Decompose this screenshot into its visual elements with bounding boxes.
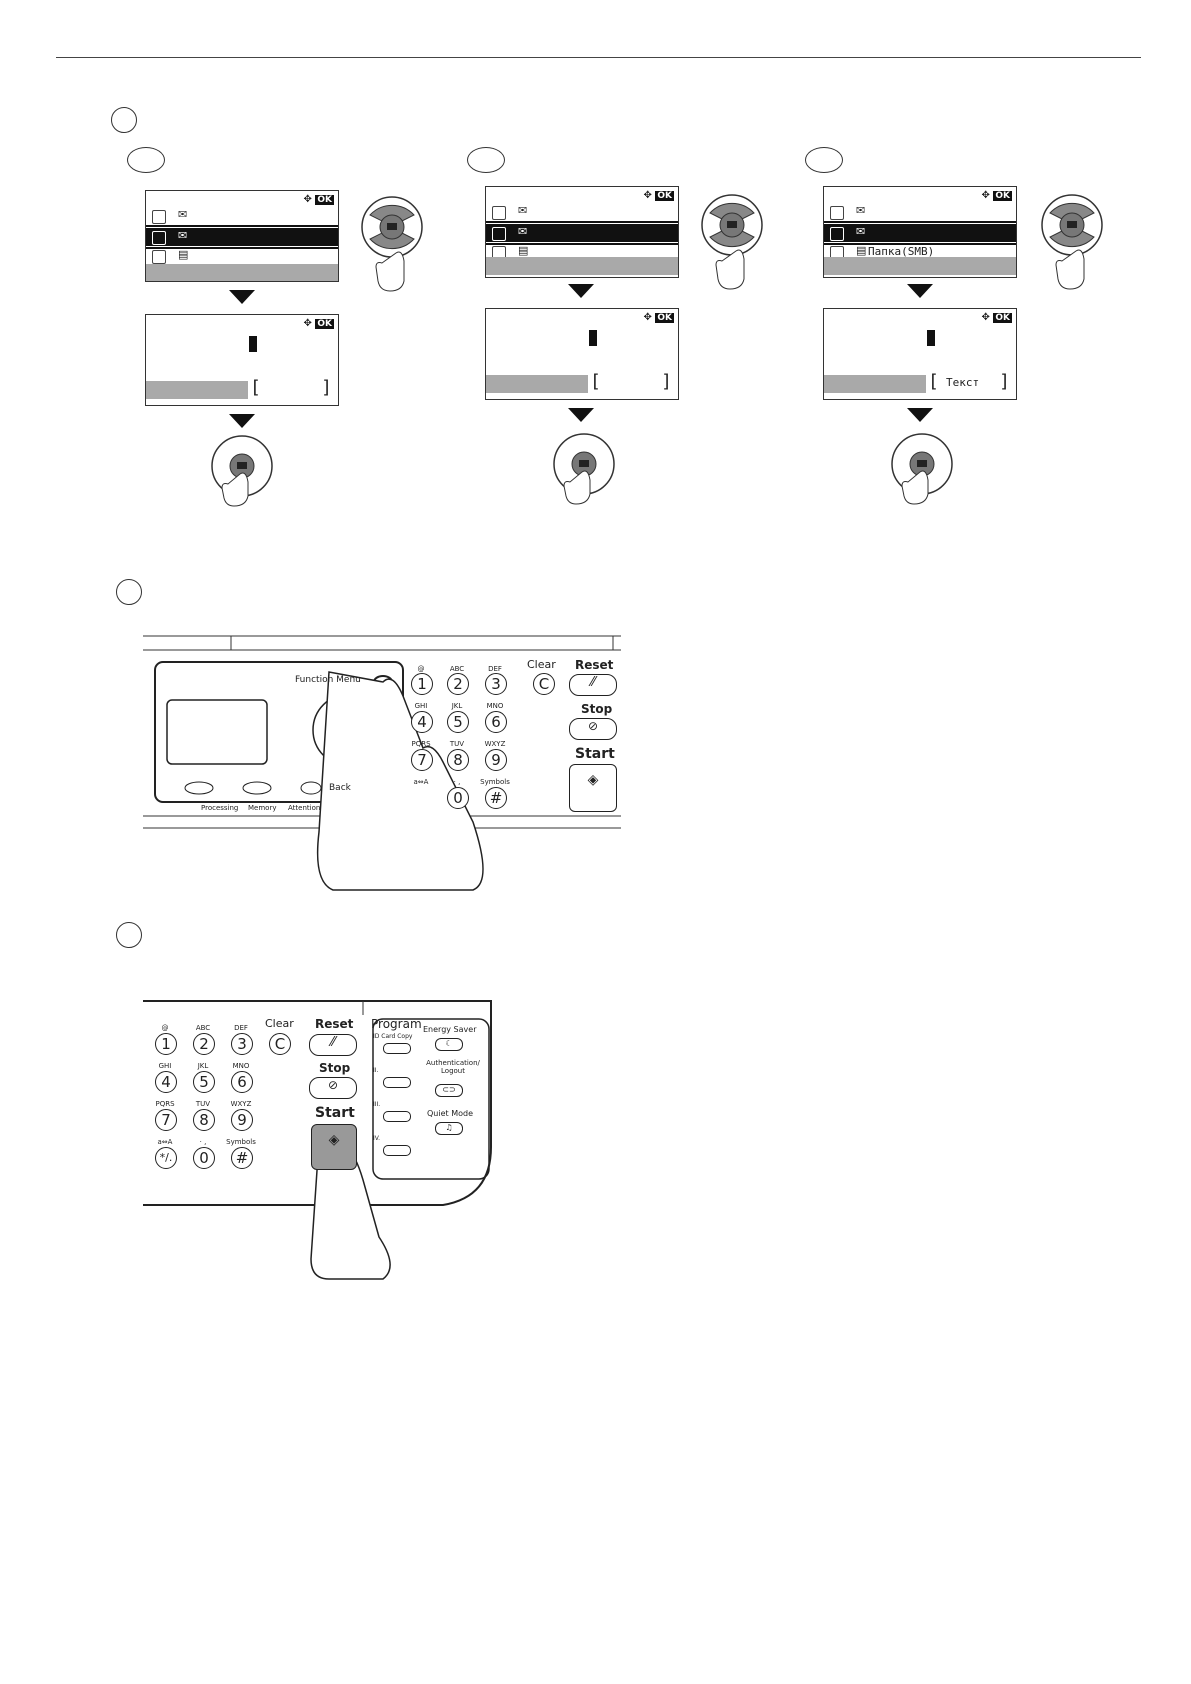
key-1[interactable]: 1 [411, 673, 433, 695]
stop-label: Stop [319, 1061, 351, 1075]
program-button-1[interactable] [383, 1043, 411, 1054]
processing-label: Processing [201, 804, 239, 812]
key-1[interactable]: 1 [155, 1033, 177, 1055]
stop-button[interactable]: ⊘ [309, 1077, 357, 1099]
step-marker-1 [111, 107, 137, 133]
lcd-screen-1b: ✥ OK [] [145, 314, 339, 406]
down-arrow-icon [229, 414, 255, 428]
key-4[interactable]: 4 [411, 711, 433, 733]
program-button-2[interactable] [383, 1077, 411, 1088]
nav-pad-scroll-1 [361, 196, 423, 292]
down-arrow-icon [568, 284, 594, 298]
reset-label: Reset [575, 658, 614, 672]
auth-logout-label: Authentication/ Logout [426, 1059, 480, 1075]
key-hash[interactable]: # [485, 787, 507, 809]
key-7[interactable]: 7 [411, 749, 433, 771]
lcd-screen-3b: ✥ OK [Текст] [823, 308, 1017, 400]
reset-button[interactable]: ⁄⁄ [569, 674, 617, 696]
ok-indicator: ✥ OK [303, 194, 334, 205]
key-2[interactable]: 2 [193, 1033, 215, 1055]
start-button[interactable]: ◈ [569, 764, 617, 812]
key-9[interactable]: 9 [485, 749, 507, 771]
key-3[interactable]: 3 [231, 1033, 253, 1055]
stop-label: Stop [581, 702, 613, 716]
list-item: ✉ [150, 208, 334, 224]
key-0[interactable]: 0 [193, 1147, 215, 1169]
id-card-copy-label: ID Card Copy [373, 1033, 413, 1040]
email-icon: ✉ [178, 208, 188, 221]
lcd-screen-2b: ✥ OK [] [485, 308, 679, 400]
start-label: Start [315, 1105, 355, 1121]
control-panel-2: @ ABC DEF 1 2 3 GHI JKL MNO 4 5 6 PQRS T… [143, 997, 503, 1287]
key-7[interactable]: 7 [155, 1109, 177, 1131]
key-5[interactable]: 5 [193, 1071, 215, 1093]
down-arrow-icon [229, 290, 255, 304]
list-item: ▤ [150, 248, 334, 264]
down-arrow-icon [907, 284, 933, 298]
header-rule [56, 57, 1141, 58]
key-5[interactable]: 5 [447, 711, 469, 733]
stop-button[interactable]: ⊘ [569, 718, 617, 740]
lcd-screen-1a: ✥ OK ✉ ✉ ▤ [145, 190, 339, 282]
program-button-4[interactable] [383, 1145, 411, 1156]
control-panel-1: Function Menu Back Processing Memory Att… [143, 632, 623, 892]
language-marker-b [467, 147, 505, 173]
reset-button[interactable]: ⁄⁄ [309, 1034, 357, 1056]
program-label: Program [371, 1017, 422, 1031]
back-label: Back [329, 783, 351, 793]
key-8[interactable]: 8 [447, 749, 469, 771]
ok-press-pad-2 [553, 433, 615, 505]
key-9[interactable]: 9 [231, 1109, 253, 1131]
step-marker-3 [116, 922, 142, 948]
start-button[interactable]: ◈ [311, 1124, 357, 1170]
key-star[interactable]: */. [155, 1147, 177, 1169]
nav-pad-scroll-3 [1041, 194, 1103, 290]
memory-label: Memory [248, 804, 277, 812]
key-hash[interactable]: # [231, 1147, 253, 1169]
clear-label: Clear [527, 658, 556, 671]
down-arrow-icon [907, 408, 933, 422]
energy-saver-label: Energy Saver [423, 1025, 477, 1034]
lcd-screen-3a: ✥ OK ✉ ✉ ▤Папка(SMB) [823, 186, 1017, 278]
energy-saver-button[interactable]: ☾ [435, 1038, 463, 1051]
list-item-selected: ✉ [146, 225, 338, 249]
ok-press-pad-1 [211, 435, 273, 507]
key-3[interactable]: 3 [485, 673, 507, 695]
start-label: Start [575, 746, 615, 762]
envelope-icon: ✉ [178, 229, 188, 242]
clear-button[interactable]: C [533, 673, 555, 695]
function-menu-label: Function Menu [295, 675, 361, 685]
quiet-mode-label: Quiet Mode [427, 1109, 473, 1118]
attention-label: Attention [288, 804, 321, 812]
clear-label: Clear [265, 1017, 294, 1030]
key-4[interactable]: 4 [155, 1071, 177, 1093]
reset-label: Reset [315, 1017, 354, 1031]
clear-button[interactable]: C [269, 1033, 291, 1055]
language-marker-a [127, 147, 165, 173]
key-2[interactable]: 2 [447, 673, 469, 695]
down-arrow-icon [568, 408, 594, 422]
key-0[interactable]: 0 [447, 787, 469, 809]
program-button-3[interactable] [383, 1111, 411, 1122]
step-marker-2 [116, 579, 142, 605]
folder-icon: ▤ [178, 248, 189, 261]
key-8[interactable]: 8 [193, 1109, 215, 1131]
quiet-mode-button[interactable]: ♫ [435, 1122, 463, 1135]
nav-pad-scroll-2 [701, 194, 763, 290]
lcd-screen-2a: ✥ OK ✉ ✉ ▤ [485, 186, 679, 278]
key-6[interactable]: 6 [485, 711, 507, 733]
ok-press-pad-3 [891, 433, 953, 505]
language-marker-c [805, 147, 843, 173]
auth-logout-button[interactable]: ⊂⊃ [435, 1084, 463, 1097]
key-6[interactable]: 6 [231, 1071, 253, 1093]
